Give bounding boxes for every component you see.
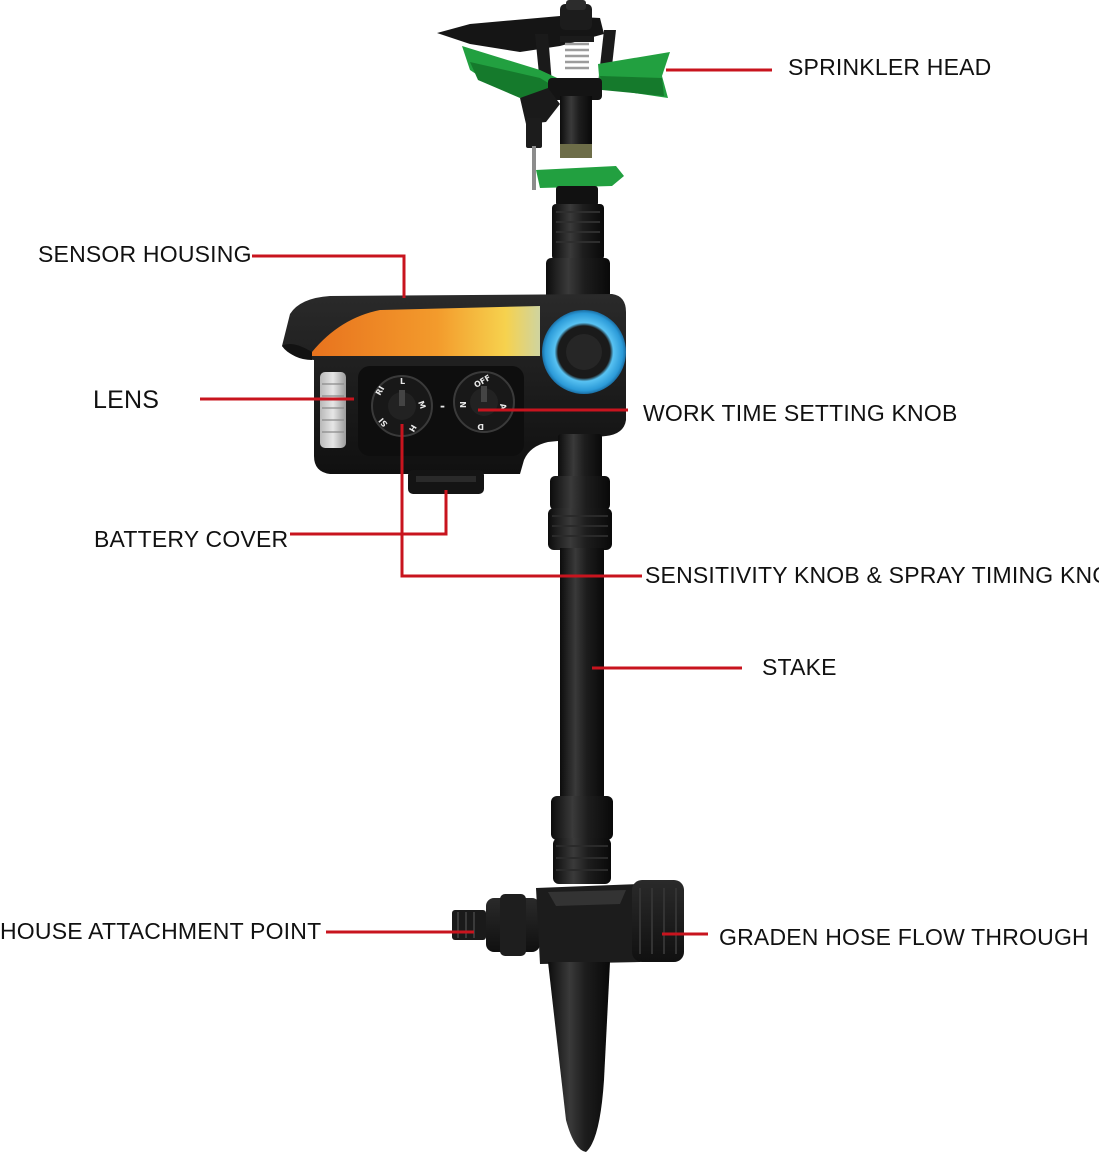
mid-connector: [548, 434, 612, 550]
label-garden-hose-flow-through: GRADEN HOSE FLOW THROUGH: [719, 924, 1089, 950]
left-knob-mark-1: L: [400, 377, 405, 386]
left-knob-mark-0: RI: [374, 385, 386, 397]
label-sensitivity-spray-timing-knob: SENSITIVITY KNOB & SPRAY TIMING KNOB: [645, 562, 1099, 588]
label-stake: STAKE: [762, 654, 837, 680]
right-knob-mark-1: N: [459, 401, 468, 408]
leader-sensor-housing: [252, 254, 406, 298]
right-knob-mark-3: A: [498, 403, 508, 411]
label-sensor-housing: SENSOR HOUSING: [38, 241, 252, 267]
label-lens: LENS: [93, 386, 160, 414]
label-work-time-setting-knob: WORK TIME SETTING KNOB: [643, 400, 958, 426]
leader-sensitivity-knob: [400, 424, 642, 578]
left-knob-mark-2: M: [416, 400, 427, 411]
right-knob-mark-2: D: [477, 422, 484, 431]
sprinkler-head-icon: [437, 0, 670, 206]
label-battery-cover: BATTERY COVER: [94, 526, 289, 552]
leader-lines: [200, 68, 772, 936]
pir-lens: [320, 372, 346, 448]
leader-battery-cover: [290, 490, 448, 536]
knob-separator: -: [440, 399, 445, 413]
upper-neck: [546, 204, 610, 304]
stake-icon: [551, 548, 613, 884]
hose-connector-icon: [452, 880, 684, 1152]
label-house-attachment-point: HOUSE ATTACHMENT POINT: [0, 918, 322, 944]
label-sprinkler-head: SPRINKLER HEAD: [788, 54, 992, 80]
left-knob-mark-3: H: [407, 423, 418, 433]
